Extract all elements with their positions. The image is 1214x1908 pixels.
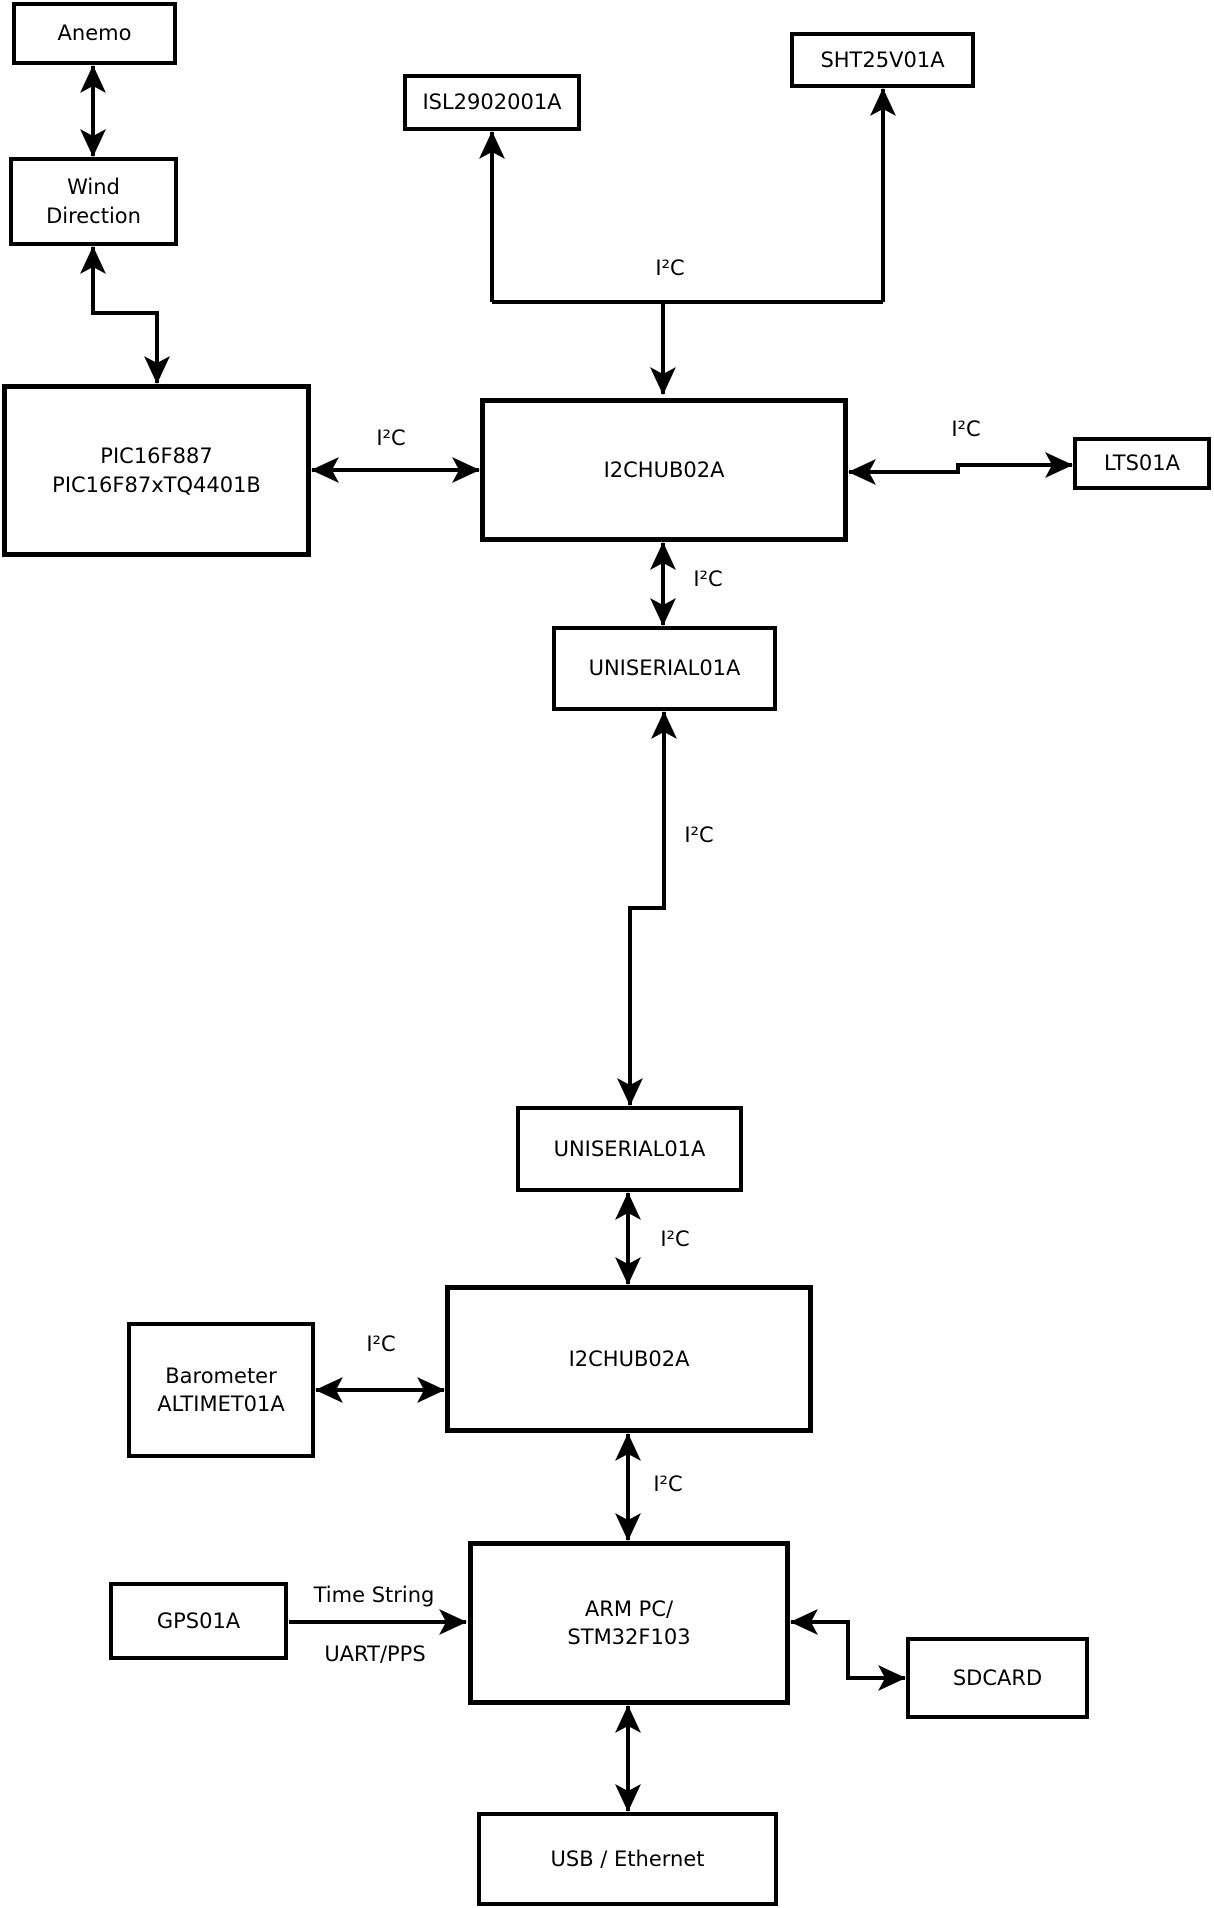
edge-label-i2c-top-bus: I²C (655, 256, 685, 280)
edge-label-i2c-uniserial1-uniserial2: I²C (684, 823, 714, 847)
edge-label-i2c-uniserial2-hub2: I²C (660, 1227, 690, 1251)
connector-winddirection-pic (80, 246, 170, 384)
edge-label-i2c-pic-hub1: I²C (376, 426, 406, 450)
node-pic16f887-label-line2: PIC16F87xTQ4401B (52, 472, 261, 497)
edge-label-i2c-hub2-arm: I²C (653, 1472, 683, 1496)
node-uniserial01a-1-label: UNISERIAL01A (588, 656, 741, 681)
node-i2chub02a-1: I2CHUB02A (480, 398, 848, 542)
edge-label-i2c-barometer-hub2: I²C (366, 1332, 396, 1356)
node-pic16f887-label-line1: PIC16F887 (100, 444, 213, 469)
node-isl2902001a-label: ISL2902001A (422, 90, 562, 115)
node-arm-label-line2: STM32F103 (567, 1625, 691, 1649)
node-sdcard: SDCARD (906, 1637, 1089, 1719)
node-arm-pc-stm32f103: ARM PC/ STM32F103 (468, 1541, 790, 1705)
node-sht25v01a-label: SHT25V01A (820, 47, 945, 72)
node-isl2902001a: ISL2902001A (403, 74, 581, 131)
node-i2chub02a-2: I2CHUB02A (445, 1285, 813, 1433)
node-i2chub02a-2-label: I2CHUB02A (568, 1346, 690, 1371)
edge-label-i2c-hub1-uniserial1: I²C (693, 567, 723, 591)
node-anemo: Anemo (12, 2, 177, 65)
node-uniserial01a-2-label: UNISERIAL01A (553, 1136, 706, 1161)
connector-uniserial1-uniserial2 (617, 711, 677, 1106)
node-uniserial01a-2: UNISERIAL01A (516, 1106, 743, 1192)
node-gps01a: GPS01A (109, 1582, 288, 1660)
node-i2chub02a-1-label: I2CHUB02A (603, 457, 725, 482)
node-pic16f887: PIC16F887 PIC16F87xTQ4401B (2, 384, 311, 557)
node-wind-direction: Wind Direction (9, 157, 178, 246)
edge-label-uart-pps: UART/PPS (324, 1642, 426, 1666)
node-sdcard-label: SDCARD (952, 1665, 1043, 1690)
node-sht25v01a: SHT25V01A (790, 32, 975, 88)
node-lts01a-label: LTS01A (1103, 451, 1181, 476)
node-barometer-altimet01a: Barometer ALTIMET01A (127, 1322, 315, 1458)
node-lts01a: LTS01A (1073, 437, 1211, 490)
node-usb-ethernet-label: USB / Ethernet (550, 1846, 705, 1871)
node-gps01a-label: GPS01A (156, 1608, 241, 1633)
edge-label-i2c-hub1-lts: I²C (951, 417, 981, 441)
connector-arm-sdcard (790, 1609, 906, 1691)
node-barometer-label-line1: Barometer (165, 1363, 277, 1388)
edge-label-time-string: Time String (313, 1583, 435, 1607)
node-wind-direction-label-line2: Direction (46, 203, 141, 228)
node-wind-direction-label-line1: Wind (67, 175, 120, 200)
node-uniserial01a-1: UNISERIAL01A (552, 626, 777, 711)
node-anemo-label: Anemo (57, 21, 132, 46)
connector-hub1-lts (848, 452, 1073, 485)
node-barometer-label-line2: ALTIMET01A (157, 1392, 285, 1416)
node-arm-label-line1: ARM PC/ (584, 1596, 674, 1621)
node-usb-ethernet: USB / Ethernet (477, 1812, 778, 1906)
